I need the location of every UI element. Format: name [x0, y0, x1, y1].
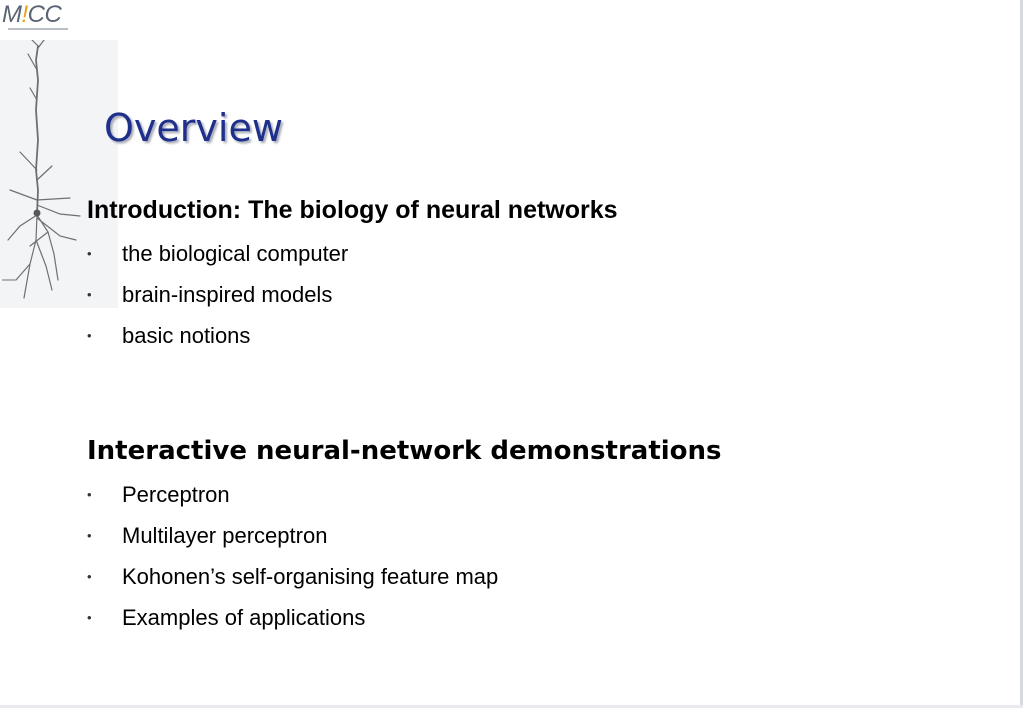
logo-letter-m: M [2, 1, 22, 28]
logo-letters-cc: CC [27, 1, 62, 28]
neuron-background [0, 40, 118, 308]
bullet-icon: • [87, 328, 92, 343]
list-item-text: Perceptron [122, 482, 230, 507]
neuron-dendrites [7, 40, 81, 299]
list-item-text: Multilayer perceptron [122, 523, 328, 548]
bullet-icon: • [87, 528, 92, 543]
list-item-text: Kohonen’s self-organising feature map [122, 564, 499, 589]
bullet-icon: • [87, 487, 92, 502]
list-item-text: brain-inspired models [122, 282, 333, 307]
list-item-text: the biological computer [122, 241, 349, 266]
bullet-icon: • [87, 610, 92, 625]
logo-tagline-bar [8, 28, 68, 30]
right-border [1020, 0, 1023, 708]
bullet-icon: • [87, 287, 92, 302]
logo-exclamation: ! [21, 1, 29, 28]
list-item-text: basic notions [122, 323, 251, 348]
section-heading-demonstrations: Interactive neural-network demonstration… [87, 436, 722, 466]
neuron-soma [33, 209, 41, 217]
neuron-drawing [0, 40, 118, 308]
list-item-text: Examples of applications [122, 605, 366, 630]
bullet-icon: • [87, 569, 92, 584]
section-heading-introduction: Introduction: The biology of neural netw… [87, 196, 618, 224]
slide-title: Overview [104, 106, 283, 150]
bottom-border [0, 705, 1023, 708]
logo-wordmark: M!CC [2, 1, 62, 28]
bullet-icon: • [87, 246, 92, 261]
micc-logo: M!CC [2, 2, 74, 34]
